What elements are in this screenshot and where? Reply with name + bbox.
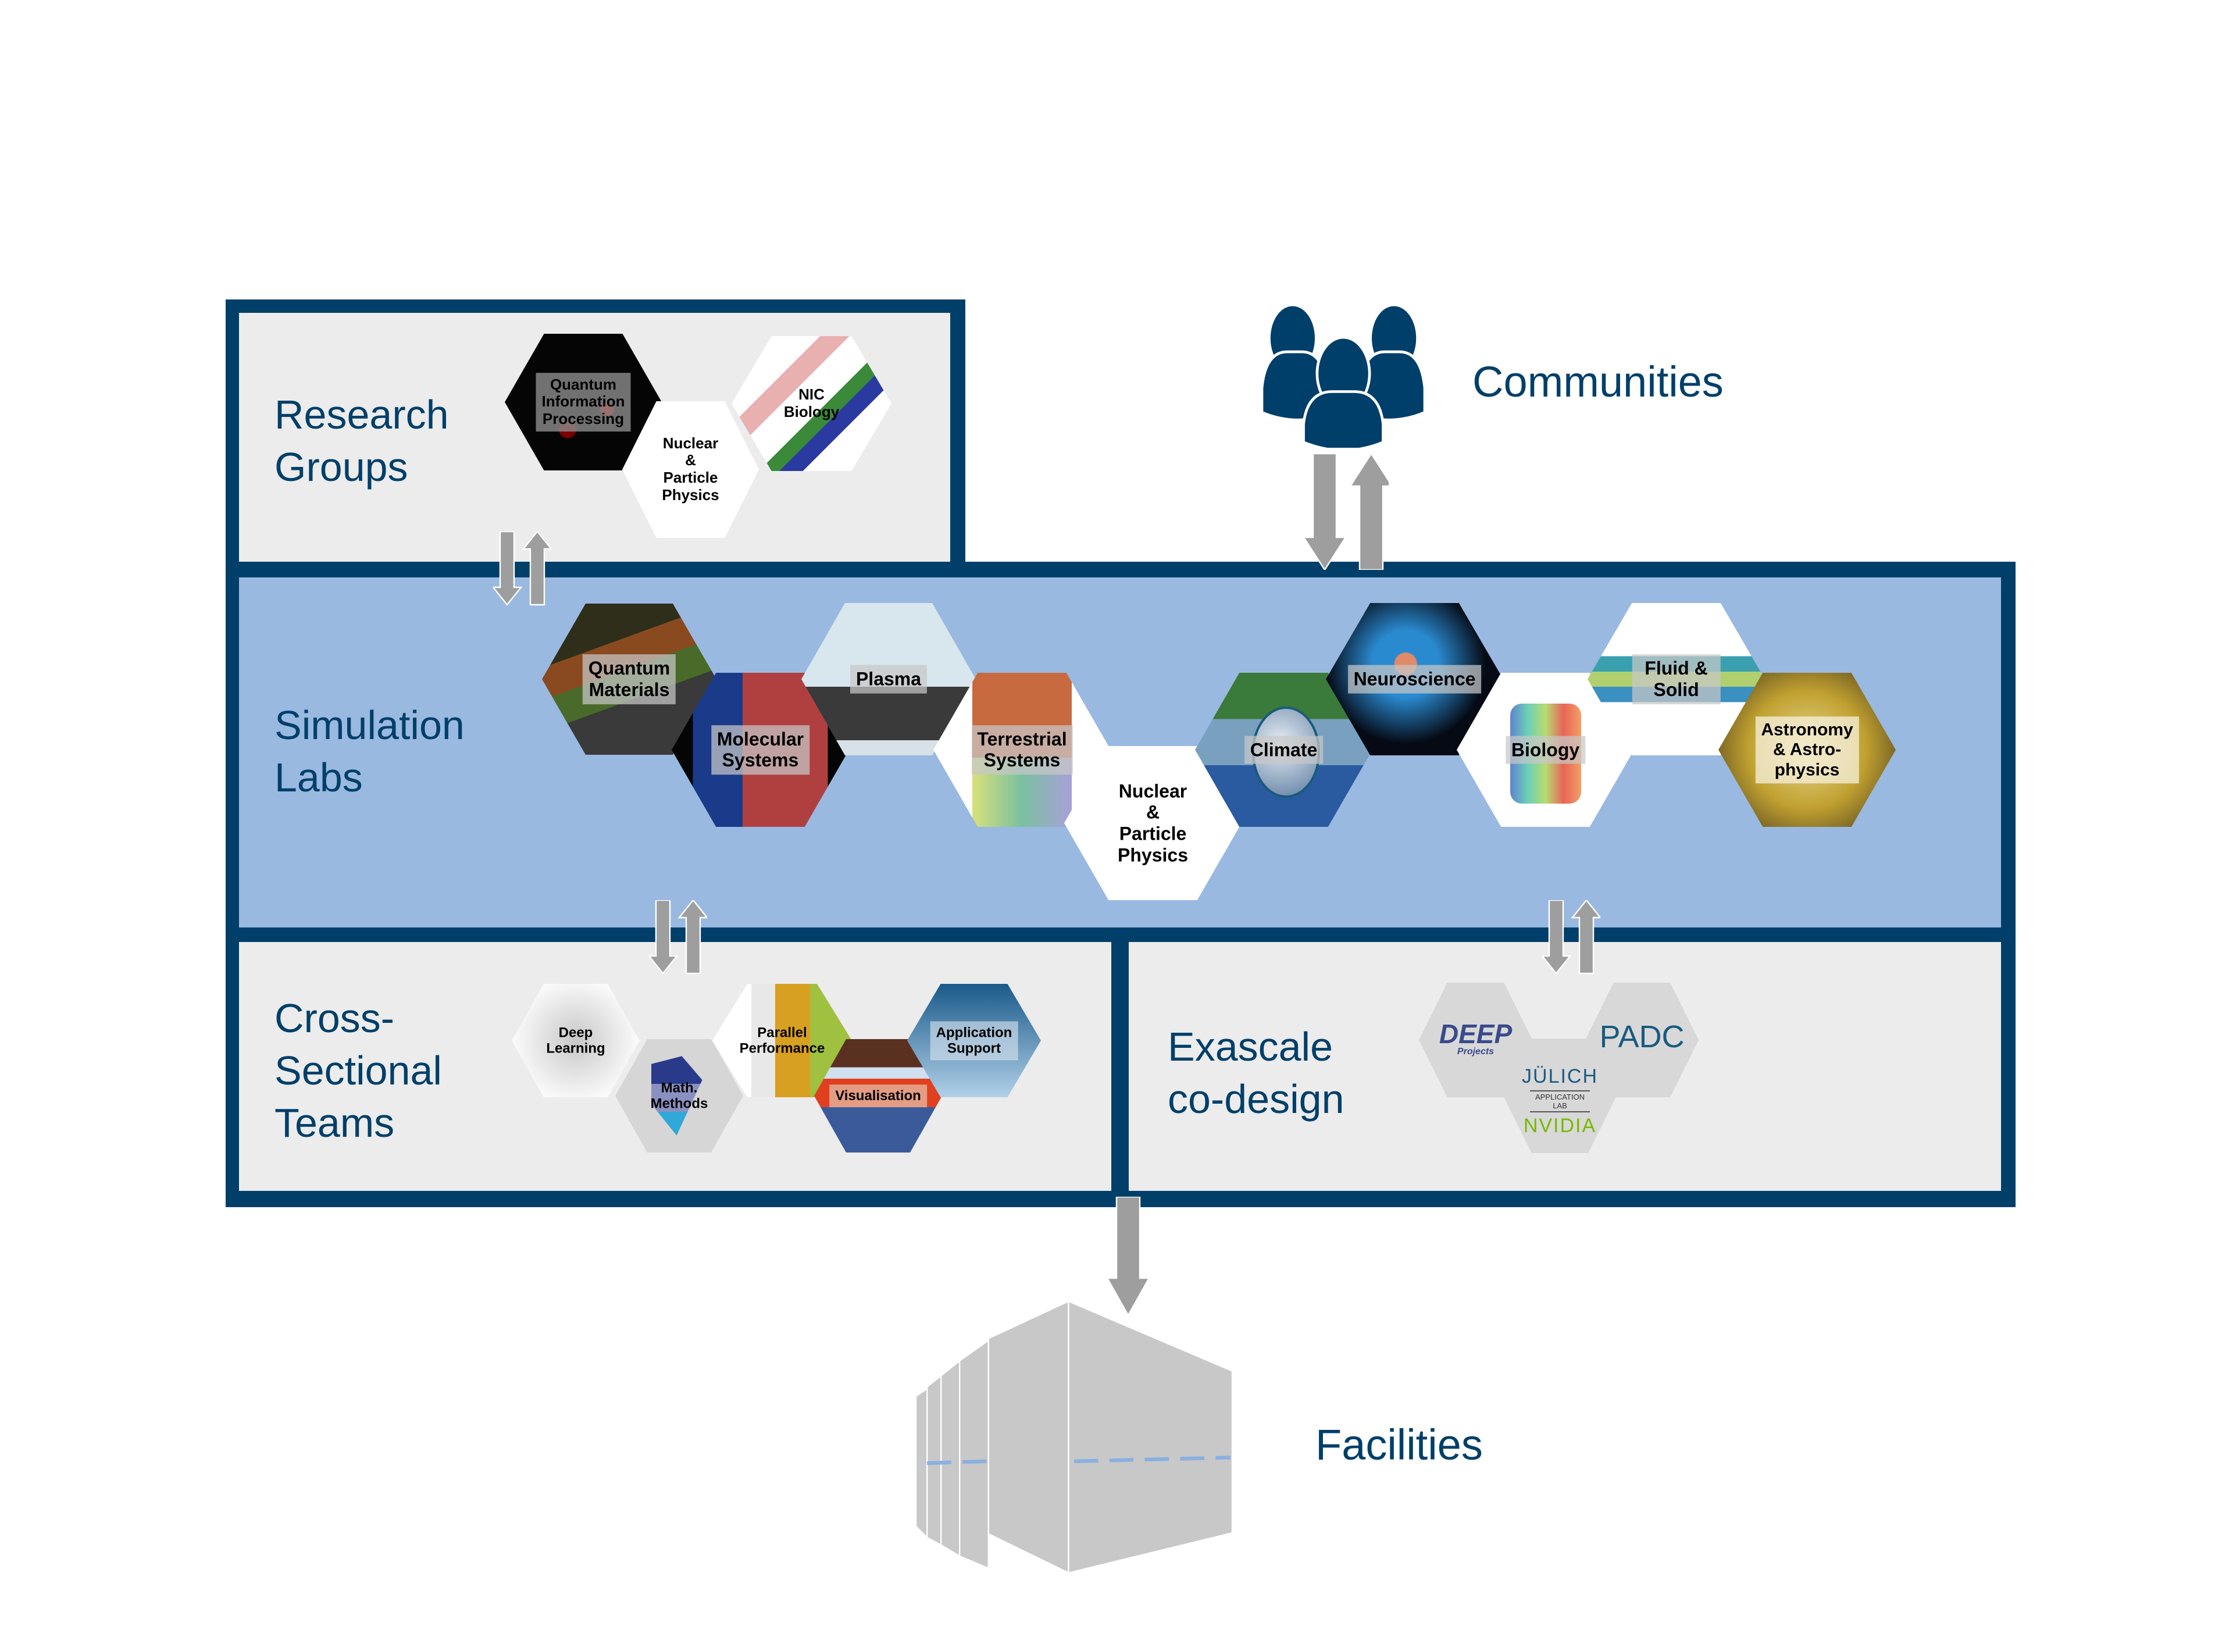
padc-logo: PADC [1599,1019,1685,1054]
hex-label: Terrestrial Systems [971,725,1073,775]
sim-cross-exchange-arrows [649,900,707,975]
research-groups-title: Research Groups [274,392,449,490]
research-sim-exchange-arrows [493,531,551,606]
server-rack-icon [915,1300,1233,1573]
communities-label: Communities [1472,358,1724,406]
to-facilities-arrow [1105,1197,1151,1317]
exascale-codesign-title: Exascale co-design [1168,1024,1344,1122]
hex-label: Application Support [930,1021,1018,1061]
hex-label: Climate [1244,736,1324,764]
hex-label: Molecular Systems [711,725,810,775]
facilities-label: Facilities [1315,1421,1483,1469]
hex-label: Neuroscience [1347,665,1482,694]
hex-label: Nuclear & Particle Physics [662,434,719,504]
hex-label: Plasma [850,665,928,694]
sim-exascale-exchange-arrows [1542,900,1600,975]
hex-label: Quantum Materials [582,654,676,704]
hex-label: Parallel Performance [739,1024,825,1057]
cross-sectional-teams-title: Cross- Sectional Teams [274,996,442,1146]
hex-julich-nvidia-lab[interactable]: JÜLICH APPLICATION LAB NVIDIA [1503,1039,1617,1153]
hex-label: NIC Biology [783,386,840,420]
hex-label: Quantum Information Processing [536,372,631,432]
hex-label: Nuclear & Particle Physics [1118,780,1188,866]
hex-label: Deep Learning [546,1024,605,1057]
hex-label: Math. Methods [650,1079,708,1112]
simulation-labs-title: Simulation Labs [274,702,465,800]
julich-nvidia-logo: JÜLICH APPLICATION LAB NVIDIA [1521,1065,1599,1137]
communities-sim-exchange-arrows [1302,454,1389,570]
deep-logo: DEEP Projects [1439,1019,1513,1057]
hex-label: Biology [1505,736,1586,764]
hex-nic-biology[interactable]: NIC Biology [732,336,891,471]
hex-application-support[interactable]: Application Support [907,984,1041,1097]
hex-label: Fluid & Solid [1632,654,1721,704]
people-group-icon [1262,303,1425,448]
hex-label: Astronomy & Astro- physics [1755,716,1859,784]
hex-label: Visualisation [829,1084,927,1108]
